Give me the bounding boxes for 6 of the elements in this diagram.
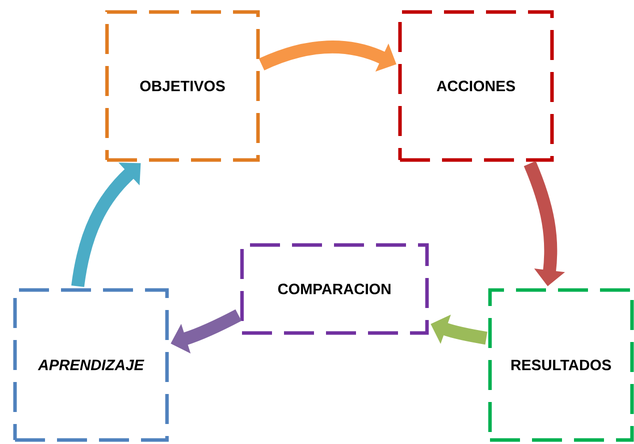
process-box: COMPARACION — [240, 243, 429, 335]
process-box: APRENDIZAJE — [13, 288, 169, 442]
process-box: ACCIONES — [398, 10, 554, 162]
process-box: OBJETIVOS — [105, 10, 260, 162]
process-box: RESULTADOS — [488, 288, 634, 442]
arrow — [71, 162, 141, 288]
